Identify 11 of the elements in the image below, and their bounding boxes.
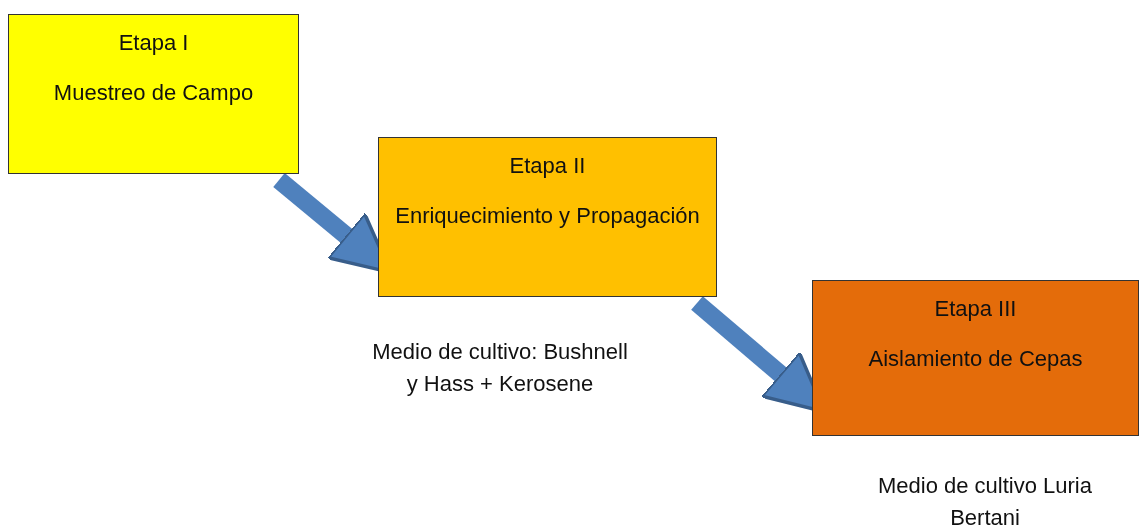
stage-title: Etapa II (509, 152, 586, 180)
stage-box (378, 137, 717, 297)
stage-title: Etapa I (118, 29, 189, 57)
stage-description: Muestreo de Campo (53, 78, 254, 107)
culture-medium-note: Medio de cultivo: Bushnell y Hass + Kerosene (371, 338, 629, 398)
stage-description: Enriquecimiento y Propagación (395, 201, 700, 230)
stage-box (8, 14, 299, 174)
culture-medium-note: Medio de cultivo Luria Bertani (877, 472, 1093, 532)
stage-box (812, 280, 1139, 436)
stage-description: Aislamiento de Cepas (868, 344, 1083, 373)
stage-title: Etapa III (934, 295, 1017, 323)
